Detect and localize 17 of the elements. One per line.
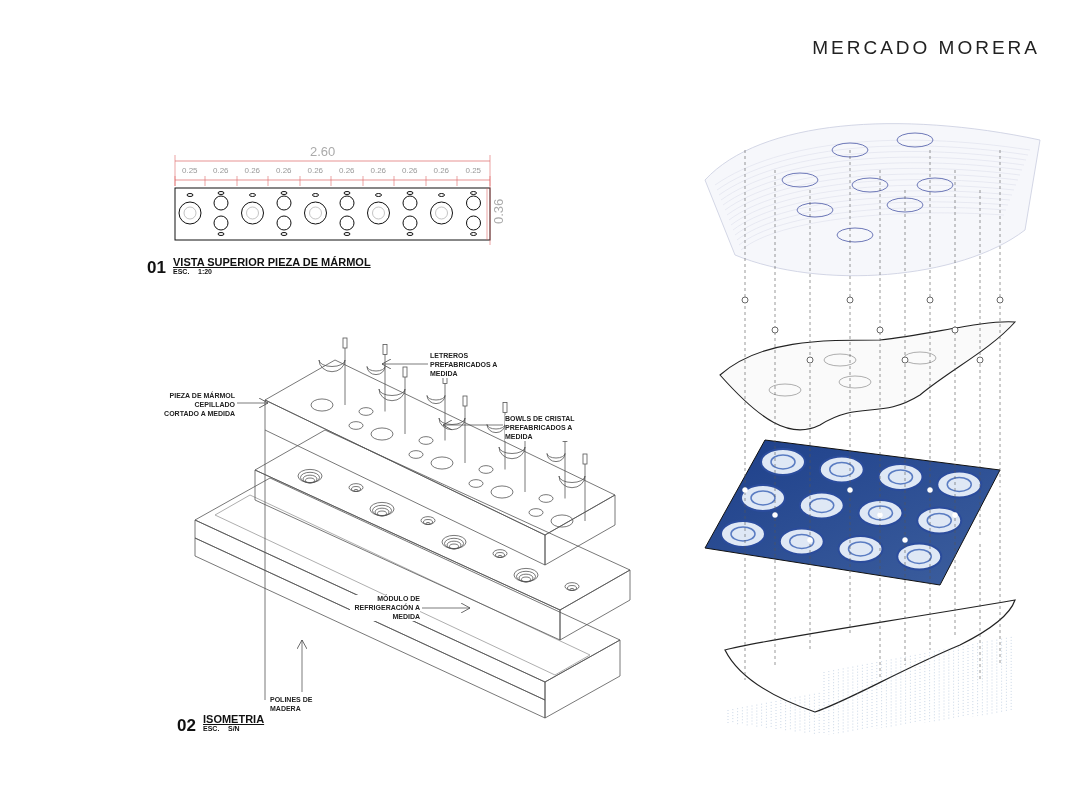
view-title: VISTA SUPERIOR PIEZA DE MÁRMOL [173,256,371,269]
dimension-label: 0.26 [244,167,261,176]
dimension-label: 0.25 [182,167,198,176]
dimension-label: 0.26 [370,167,387,176]
dimension-label: 0.26 [339,167,355,176]
title: MERCADO MORERA [812,38,1040,59]
view-number: 02 [177,717,196,736]
view-title: ISOMETRIA [203,713,265,726]
dimension-label: 2.60 [310,145,336,160]
dimension-label: 0.26 [433,167,450,176]
dimension-label: 0.26 [402,167,418,176]
view-number: 01 [147,259,166,278]
dimension-label: 0.36 [492,198,507,224]
dimension-label: 0.26 [276,167,292,176]
dimension-label: 0.26 [307,167,324,176]
dimension-label: 0.26 [213,167,229,176]
dimension-label: 0.25 [465,167,482,176]
